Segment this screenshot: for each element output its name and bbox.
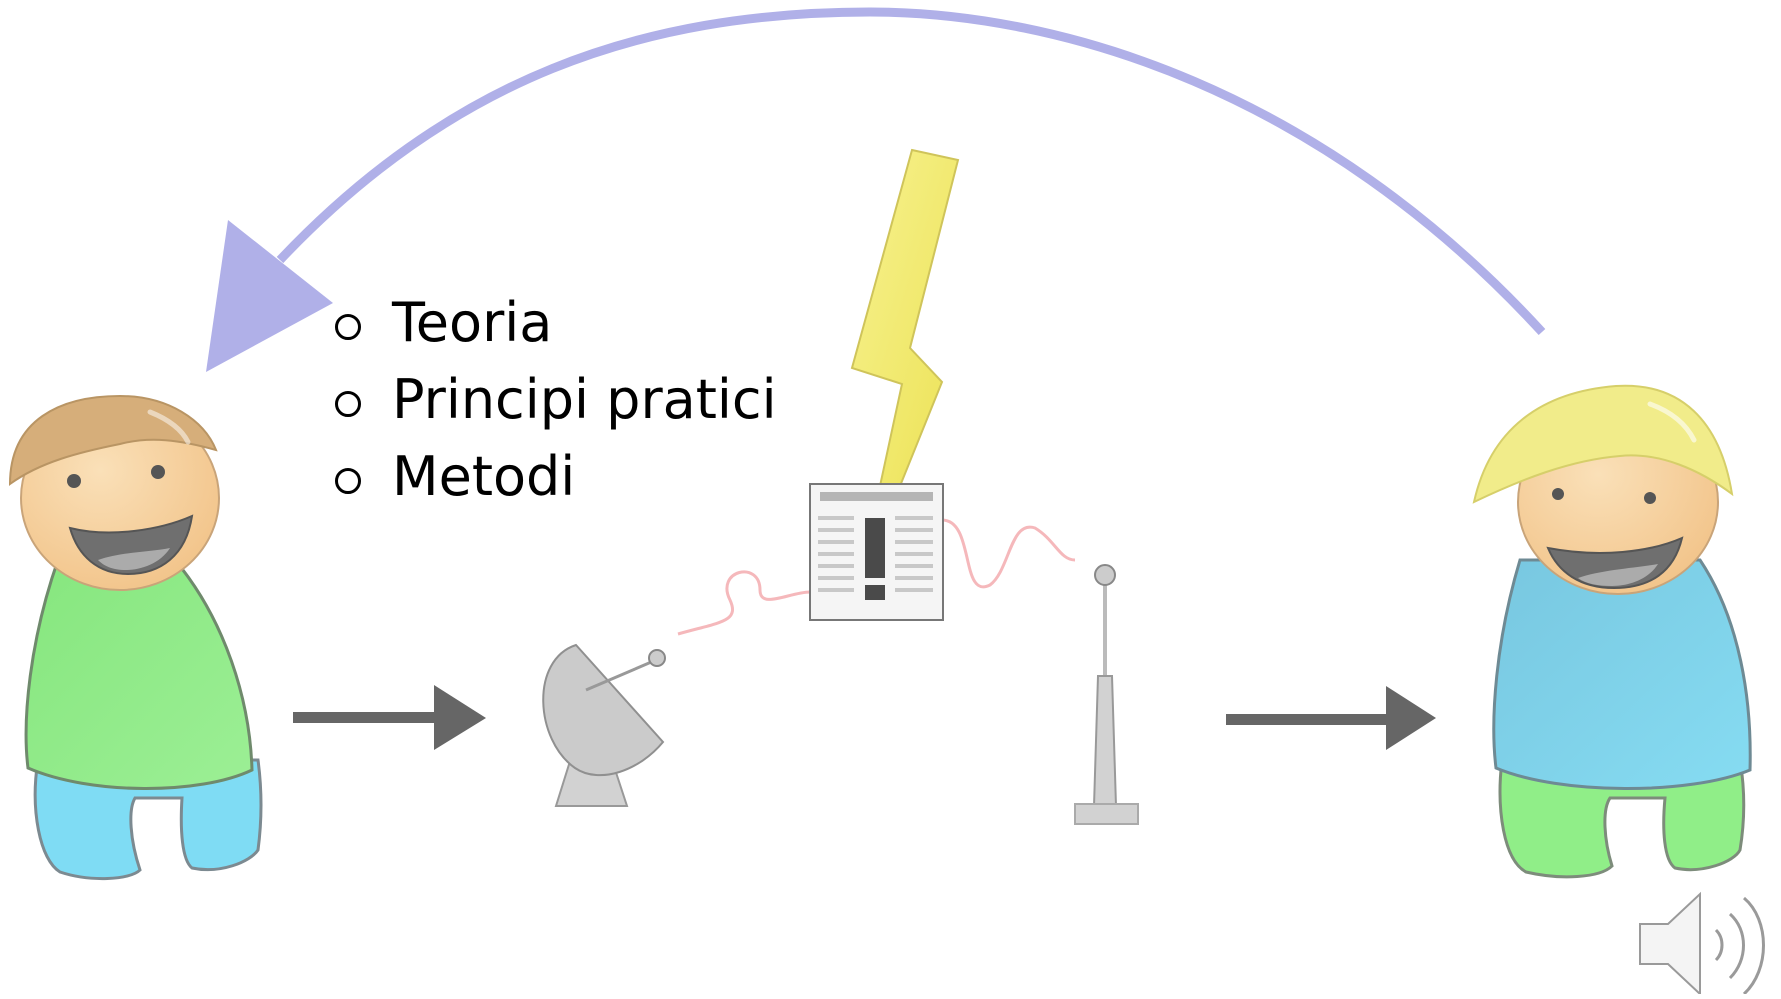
- bullet-circle-icon: [335, 467, 361, 494]
- speaker-icon[interactable]: [1639, 891, 1765, 997]
- satellite-dish-icon: [542, 643, 666, 807]
- receiver-person: [1472, 384, 1752, 879]
- flow-arrow-left: [293, 685, 486, 750]
- topic-item: Principi pratici: [335, 361, 777, 438]
- topic-label: Teoria: [392, 291, 553, 354]
- feedback-arrow: [206, 7, 1546, 372]
- topic-list: Teoria Principi pratici Metodi: [335, 284, 777, 515]
- topic-item: Metodi: [335, 438, 777, 515]
- feedback-arrowhead-icon: [206, 220, 333, 372]
- topic-label: Metodi: [392, 445, 576, 508]
- topic-label: Principi pratici: [392, 368, 777, 431]
- arrow-right-icon: [1386, 686, 1436, 750]
- lightning-bolt-icon: [850, 148, 960, 487]
- flow-arrow-right: [1226, 686, 1436, 750]
- sender-person: [8, 394, 263, 880]
- antenna-icon: [1074, 564, 1139, 825]
- topic-item: Teoria: [335, 284, 777, 361]
- signal-wave-right: [941, 518, 1076, 589]
- bullet-circle-icon: [335, 390, 361, 417]
- bullet-circle-icon: [335, 313, 361, 340]
- signal-wave-left: [677, 570, 811, 636]
- arrow-right-icon: [434, 685, 486, 750]
- document-warning-icon: [809, 483, 944, 621]
